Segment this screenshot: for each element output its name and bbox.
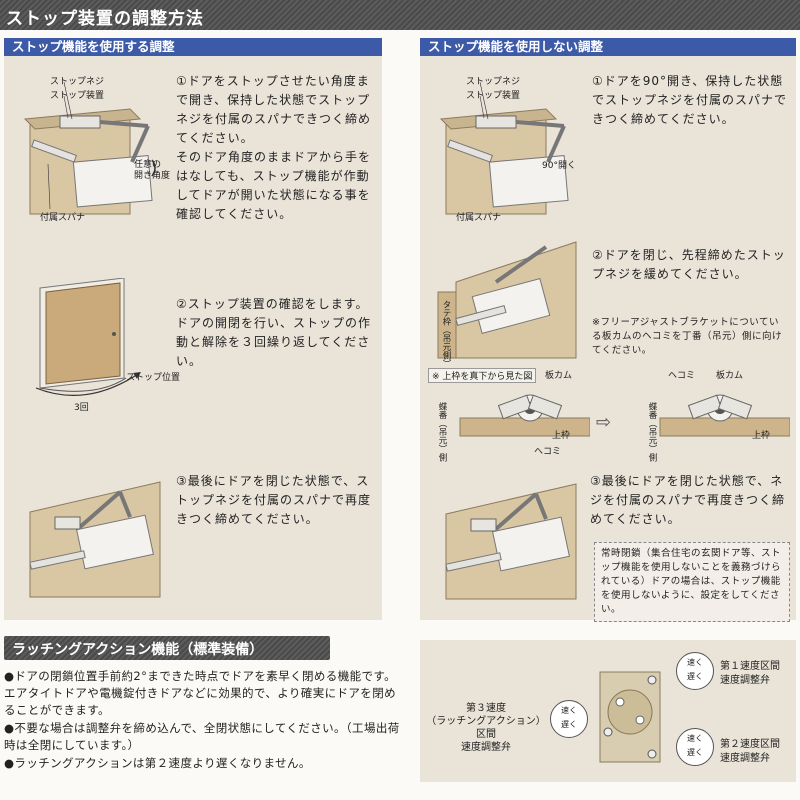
left-header-text: ストップ機能を使用する調整 <box>12 39 175 54</box>
valve-1-dial[interactable]: 速く 遅く <box>676 652 714 690</box>
latching-header: ラッチングアクション機能（標準装備） <box>12 642 264 658</box>
left-step-3: ③最後にドアを閉じた状態で、ストップネジを付属のスパナで再度きつく締めてください… <box>176 474 372 526</box>
left-door-illustration <box>35 278 142 397</box>
right-section-header: ストップ機能を使用しない調整 <box>420 38 796 56</box>
valve-1-slow: 遅く <box>687 672 703 681</box>
left-label-any-angle: 任意の 開き角度 <box>134 160 171 181</box>
left-label-stop-position: ストップ位置 <box>126 373 181 383</box>
cam-view-before <box>459 394 590 437</box>
right-label-stop-device: ストップ装置 <box>466 91 521 101</box>
right-label-open-90: 90°開く <box>542 161 576 171</box>
main-title-bar: ストップ装置の調整方法 <box>0 0 800 30</box>
right-label-stop-screw: ストップネジ <box>466 77 521 87</box>
right-bracket-note: ※フリーアジャストブラケットについている板カムのヘコミを丁番（吊元）側に向けてく… <box>592 317 783 356</box>
left-step-1: ①ドアをストップさせたい角度まで開き、保持した状態でストップネジを付属のスパナで… <box>176 74 372 221</box>
right-label-frame-side: タテ枠（吊元側） <box>441 300 451 368</box>
right-view-note: ※ 上枠を真下から見た図 <box>428 368 537 383</box>
left-label-spanner: 付属スパナ <box>40 213 86 223</box>
right-step-3: ③最後にドアを閉じた状態で、ネジを付属のスパナで再度きつく締めてください。 <box>590 474 786 526</box>
left-step-2: ②ストップ装置の確認をします。ドアの開閉を行い、ストップの作動と解除を３回繰り返… <box>176 297 372 368</box>
latching-bullet-1: ●ドアの閉鎖位置手前約2°まできた時点でドアを素早く閉める機能です。エアタイトド… <box>4 669 397 717</box>
cam-label-hinge-side-2: 蝶番（吊元）側 <box>647 402 657 462</box>
latching-bullet-2: ●不要な場合は調整弁を締め込んで、全閉状態にしてください。（工場出荷時は全閉にし… <box>4 721 400 752</box>
valve-3-label: 第３速度 （ラッチングアクション）区間 速度調整弁 <box>426 703 546 753</box>
left-label-three-times: 3回 <box>74 403 89 413</box>
right-step-2: ②ドアを閉じ、先程締めたストップネジを緩めてください。 <box>592 248 786 281</box>
arrow-right-icon: ⇨ <box>596 412 612 433</box>
valve-2-fast: 速く <box>687 734 703 743</box>
valve-1-label: 第１速度区間 速度調整弁 <box>720 661 780 686</box>
cam-label-hinge-side-1: 蝶番（吊元）側 <box>437 402 447 462</box>
valve-2-dial[interactable]: 速く 遅く <box>676 728 714 766</box>
valve-3-fast: 速く <box>561 706 577 715</box>
cam-label-top-frame-2: 上枠 <box>752 431 771 441</box>
left-closer-illustration-1 <box>23 81 156 215</box>
cam-label-top-frame-1: 上枠 <box>552 431 571 441</box>
closer-body-illustration <box>599 671 661 763</box>
right-end-note: 常時閉鎖（集合住宅の玄関ドア等、ストップ機能を使用しないことを義務づけられている… <box>594 542 790 622</box>
valve-1-fast: 速く <box>687 658 703 667</box>
main-title: ストップ装置の調整方法 <box>6 9 204 29</box>
latching-bullet-3: ●ラッチングアクションは第２速度より遅くなりません。 <box>4 756 311 770</box>
latching-header-bar: ラッチングアクション機能（標準装備） <box>4 636 330 660</box>
left-closer-illustration-3 <box>29 481 161 598</box>
right-closer-illustration-2 <box>437 241 577 359</box>
cam-view-after <box>659 394 790 437</box>
cam-label-dent-1: ヘコミ <box>534 447 562 457</box>
valve-3-dial[interactable]: 速く 遅く <box>550 700 588 738</box>
valve-2-label: 第２速度区間 速度調整弁 <box>720 739 780 764</box>
valve-3-slow: 遅く <box>561 720 577 729</box>
right-closer-illustration-3 <box>445 483 577 600</box>
left-section-header: ストップ機能を使用する調整 <box>4 38 382 56</box>
right-label-spanner: 付属スパナ <box>456 213 502 223</box>
valve-2-slow: 遅く <box>687 748 703 757</box>
left-label-stop-screw: ストップネジ <box>50 77 105 87</box>
cam-label-plate-cam-2: 板カム <box>716 371 744 381</box>
right-header-text: ストップ機能を使用しない調整 <box>428 39 604 54</box>
cam-label-plate-cam-1: 板カム <box>545 371 573 381</box>
cam-label-dent-2: ヘコミ <box>668 371 696 381</box>
right-step-1: ①ドアを90°開き、保持した状態でストップネジを付属のスパナできつく締めてくださ… <box>592 74 788 126</box>
left-label-stop-device: ストップ装置 <box>50 91 105 101</box>
right-closer-illustration-1 <box>439 81 569 215</box>
